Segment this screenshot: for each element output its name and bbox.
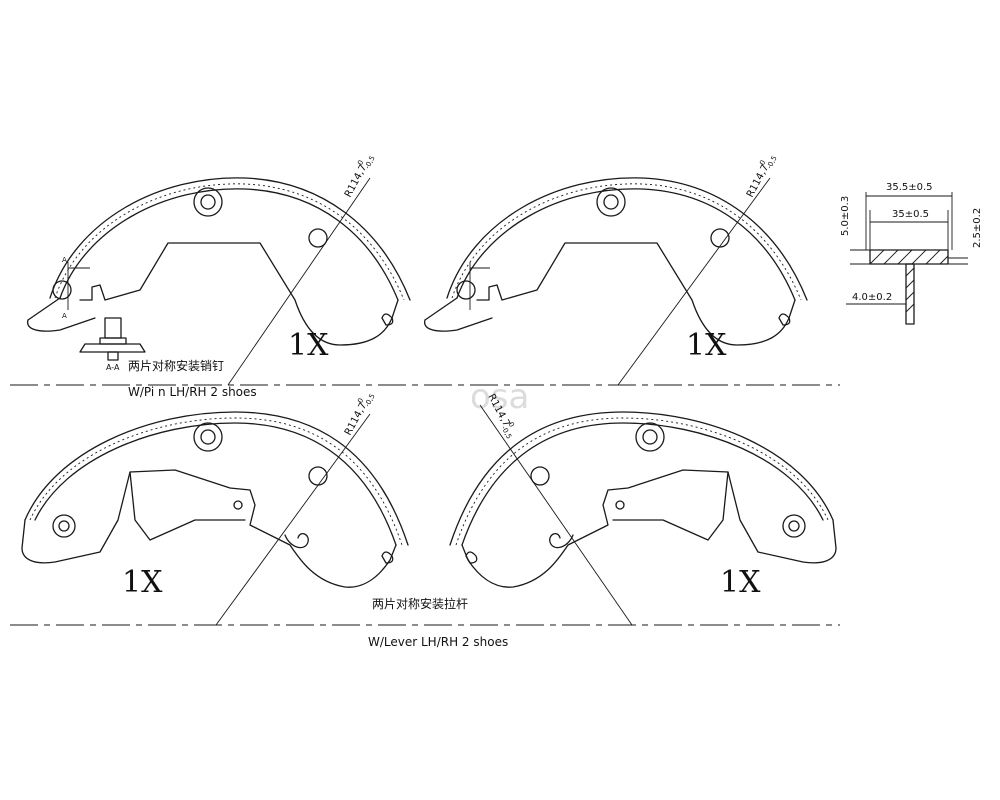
radius-leader: [227, 177, 371, 386]
quantity-label: 1X: [288, 328, 329, 363]
profile-width-inner: 35±0.5: [892, 209, 929, 220]
section-marker: A A: [62, 256, 90, 320]
svg-text:-0,5: -0,5: [765, 154, 778, 170]
profile-height-right: 2.5±0.2: [972, 208, 983, 248]
shoe-top-right: 1X R114,7 0 -0,5: [424, 154, 808, 386]
shoe-end-hole: [52, 280, 72, 300]
anchor-hole-top: [193, 187, 223, 217]
pin-hole: [308, 228, 328, 248]
quantity-label: 1X: [686, 328, 727, 363]
quantity-label: 1X: [122, 565, 163, 600]
shoe-top-left: 1X R114,7 0 -0,5 A A A-A 两片对称安装销钉 W/Pi n…: [27, 154, 411, 399]
profile-height-left: 5.0±0.3: [840, 196, 851, 236]
section-label: A-A: [106, 363, 120, 372]
radius-tol-lower: -0,5: [363, 154, 376, 170]
lever-note-en: W/Lever LH/RH 2 shoes: [368, 635, 508, 649]
pin-detail: [79, 317, 146, 361]
pin-note-en: W/Pi n LH/RH 2 shoes: [128, 385, 257, 399]
svg-text:A: A: [62, 256, 67, 264]
svg-text:0: 0: [758, 159, 767, 167]
lever-hook: [284, 533, 309, 549]
pin-note-cn: 两片对称安装销钉: [128, 358, 224, 373]
radius-tol-upper: 0: [356, 159, 365, 167]
quantity-label: 1X: [720, 565, 761, 600]
shoe-bottom-right: 1X R114,7 0 -0,5: [449, 392, 837, 626]
lever-eye: [52, 514, 76, 538]
svg-text:A: A: [62, 312, 67, 320]
lining-hatch: [54, 183, 405, 301]
profile-web-thickness: 4.0±0.2: [852, 292, 892, 303]
svg-text:-0,5: -0,5: [363, 392, 376, 408]
lever-note-cn: 两片对称安装拉杆: [372, 596, 468, 611]
svg-text:0: 0: [507, 421, 516, 429]
shoe-bottom-left: 1X R114,7 0 -0,5: [21, 392, 409, 626]
lining-profile: 35.5±0.5 35±0.5 5.0±0.3 2.5±0.2 4.0±0.2: [840, 182, 983, 325]
profile-width-overall: 35.5±0.5: [886, 182, 933, 193]
watermark-text: osa: [470, 377, 529, 417]
svg-text:0: 0: [356, 397, 365, 405]
spring-slot: [381, 313, 394, 326]
